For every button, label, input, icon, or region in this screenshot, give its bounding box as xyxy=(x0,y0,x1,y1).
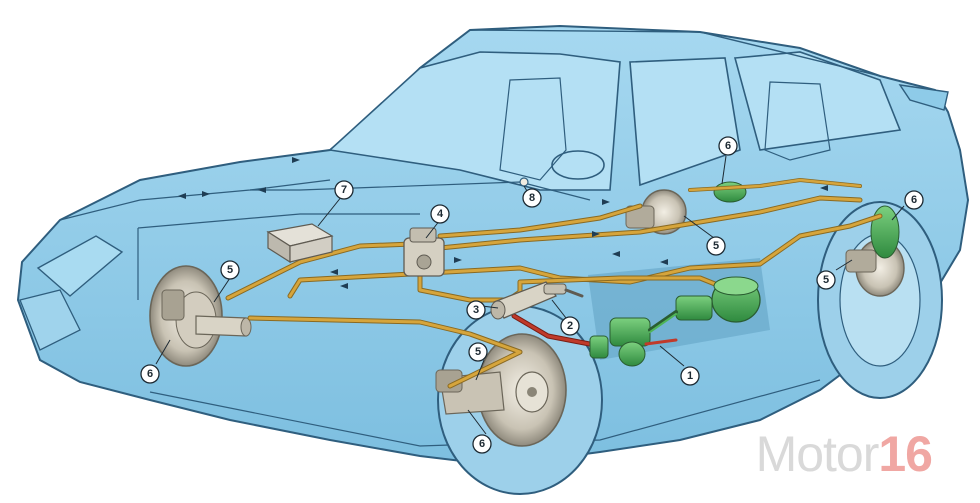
callout-1: 1 xyxy=(680,366,700,386)
front-seat xyxy=(499,77,567,181)
svg-text:4: 4 xyxy=(437,208,444,220)
svg-text:5: 5 xyxy=(823,274,829,286)
svg-text:5: 5 xyxy=(713,240,719,252)
callout-6-rear-right: 6 xyxy=(904,190,924,210)
brake-lines xyxy=(225,178,883,389)
svg-text:1: 1 xyxy=(687,370,693,382)
callout-5-front-left: 5 xyxy=(220,260,240,280)
callout-4: 4 xyxy=(430,204,450,224)
svg-text:6: 6 xyxy=(147,368,153,380)
hood-line xyxy=(59,179,331,221)
rear-seat xyxy=(764,81,831,161)
watermark-number: 16 xyxy=(878,426,933,482)
control-unit-box xyxy=(266,223,334,264)
front-left-brake-disc xyxy=(149,265,252,367)
callout-6-front-left: 6 xyxy=(140,364,160,384)
motor16-watermark: Motor16 xyxy=(755,426,933,482)
dash-harness xyxy=(250,181,591,201)
flow-arrows xyxy=(178,157,828,289)
svg-text:3: 3 xyxy=(473,304,479,316)
master-cylinder xyxy=(490,281,584,320)
svg-text:5: 5 xyxy=(227,264,233,276)
svg-text:5: 5 xyxy=(475,346,481,358)
callout-5-rear-right: 5 xyxy=(816,270,836,290)
watermark-word: Motor xyxy=(755,426,880,482)
svg-text:8: 8 xyxy=(529,192,535,204)
side-window-rear xyxy=(733,51,902,151)
callout-7: 7 xyxy=(334,180,354,200)
callout-2: 2 xyxy=(560,316,580,336)
svg-text:6: 6 xyxy=(479,438,485,450)
front-grille xyxy=(19,289,81,351)
dash-sensor xyxy=(519,177,529,187)
callout-6-front-right: 6 xyxy=(472,434,492,454)
svg-text:6: 6 xyxy=(911,194,917,206)
windshield xyxy=(328,51,621,191)
side-window-front xyxy=(629,57,741,187)
headlight xyxy=(36,235,124,297)
callout-8: 8 xyxy=(522,188,542,208)
callout-5-rear-left: 5 xyxy=(706,236,726,256)
engine-bay-frame xyxy=(137,213,420,300)
callout-6-rear-left: 6 xyxy=(718,136,738,156)
svg-text:2: 2 xyxy=(567,320,573,332)
regulator-valve xyxy=(403,227,445,277)
roof-line xyxy=(469,29,881,77)
rear-spoiler xyxy=(898,84,949,111)
hydraulic-pump-group xyxy=(589,276,761,367)
callout-5-front-right: 5 xyxy=(468,342,488,362)
svg-text:7: 7 xyxy=(341,184,347,196)
callout-3: 3 xyxy=(466,300,486,320)
steering-wheel xyxy=(551,150,605,180)
svg-text:6: 6 xyxy=(725,140,731,152)
